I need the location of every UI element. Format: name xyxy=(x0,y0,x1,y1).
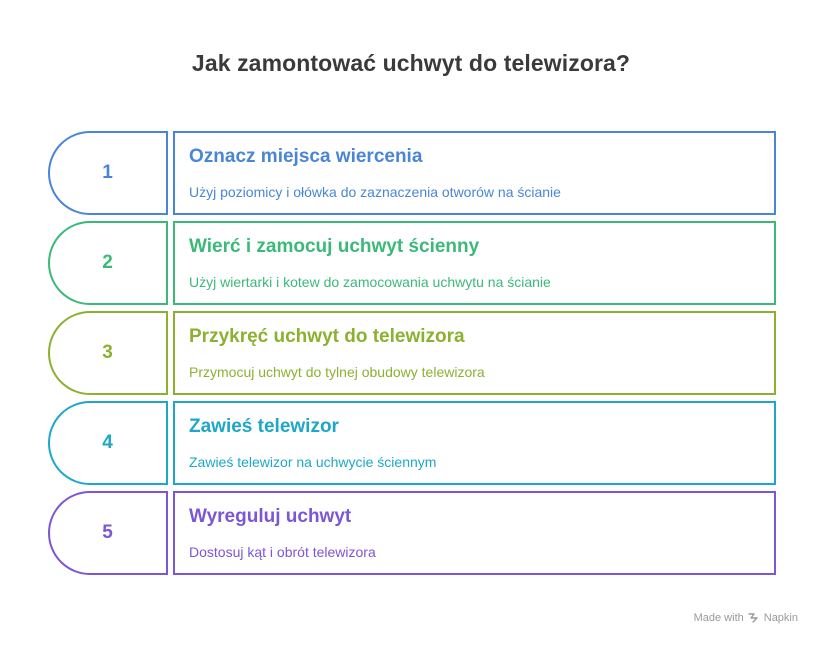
step-number: 3 xyxy=(102,342,113,363)
step-card: Oznacz miejsca wiercenia Użyj poziomicy … xyxy=(173,131,776,215)
step-number-badge: 2 xyxy=(48,221,168,305)
step-title: Przykręć uchwyt do telewizora xyxy=(189,326,465,347)
step-card: Wierć i zamocuj uchwyt ścienny Użyj wier… xyxy=(173,221,776,305)
step-number: 4 xyxy=(102,432,113,453)
step-title: Wyreguluj uchwyt xyxy=(189,506,352,527)
step-number-badge: 3 xyxy=(48,311,168,395)
step-description: Zawieś telewizor na uchwycie ściennym xyxy=(189,454,437,470)
step-number-badge: 4 xyxy=(48,401,168,485)
step-5: 5 Wyreguluj uchwyt Dostosuj kąt i obrót … xyxy=(0,491,822,577)
step-1: 1 Oznacz miejsca wiercenia Użyj poziomic… xyxy=(0,131,822,217)
made-with-label: Made with xyxy=(693,612,744,624)
step-description: Dostosuj kąt i obrót telewizora xyxy=(189,544,376,560)
step-2: 2 Wierć i zamocuj uchwyt ścienny Użyj wi… xyxy=(0,221,822,307)
napkin-brand-label: Napkin xyxy=(763,612,798,624)
step-4: 4 Zawieś telewizor Zawieś telewizor na u… xyxy=(0,401,822,487)
step-description: Użyj poziomicy i ołówka do zaznaczenia o… xyxy=(189,184,561,200)
step-title: Zawieś telewizor xyxy=(189,416,339,437)
step-number-badge: 1 xyxy=(48,131,168,215)
step-description: Przymocuj uchwyt do tylnej obudowy telew… xyxy=(189,364,485,380)
step-3: 3 Przykręć uchwyt do telewizora Przymocu… xyxy=(0,311,822,397)
step-description: Użyj wiertarki i kotew do zamocowania uc… xyxy=(189,274,551,290)
made-with-napkin-badge[interactable]: Made with Napkin xyxy=(694,612,798,624)
step-number: 1 xyxy=(102,162,113,183)
step-card: Przykręć uchwyt do telewizora Przymocuj … xyxy=(173,311,776,395)
step-card: Zawieś telewizor Zawieś telewizor na uch… xyxy=(173,401,776,485)
napkin-logo-icon xyxy=(748,613,760,623)
step-title: Wierć i zamocuj uchwyt ścienny xyxy=(189,236,480,257)
step-number: 5 xyxy=(102,522,113,543)
step-title: Oznacz miejsca wiercenia xyxy=(189,146,423,167)
step-number: 2 xyxy=(102,252,113,273)
diagram-title: Jak zamontować uchwyt do telewizora? xyxy=(191,50,631,76)
step-card: Wyreguluj uchwyt Dostosuj kąt i obrót te… xyxy=(173,491,776,575)
step-number-badge: 5 xyxy=(48,491,168,575)
